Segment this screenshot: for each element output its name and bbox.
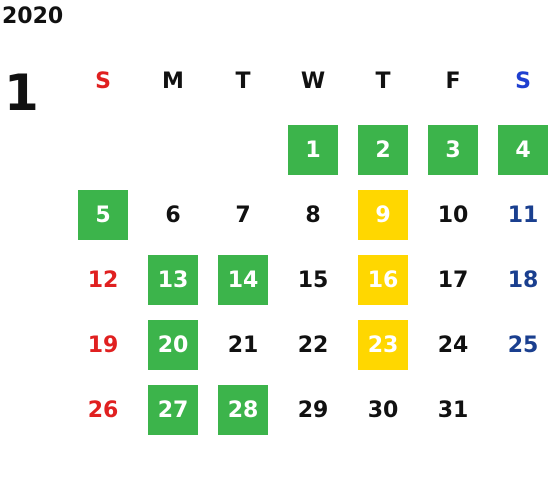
day-cell: 19 <box>87 332 119 358</box>
day-cell: 16 <box>358 255 408 305</box>
day-cell: 7 <box>235 202 251 228</box>
month-number: 1 <box>4 64 39 122</box>
day-cell: 31 <box>437 397 469 423</box>
day-cell: 13 <box>148 255 198 305</box>
day-cell: 1 <box>288 125 338 175</box>
day-cell: 4 <box>498 125 548 175</box>
weekday-header: S <box>515 68 531 94</box>
day-cell: 24 <box>437 332 469 358</box>
weekday-header: T <box>235 68 251 94</box>
day-cell: 17 <box>437 267 469 293</box>
day-cell: 22 <box>297 332 329 358</box>
weekday-header: T <box>375 68 391 94</box>
weekday-header: W <box>300 68 326 94</box>
day-cell: 14 <box>218 255 268 305</box>
day-cell: 29 <box>297 397 329 423</box>
day-cell: 8 <box>305 202 321 228</box>
day-cell: 2 <box>358 125 408 175</box>
year-label: 2020 <box>2 4 64 29</box>
day-cell: 15 <box>297 267 329 293</box>
day-cell: 30 <box>367 397 399 423</box>
day-cell: 10 <box>437 202 469 228</box>
day-cell: 9 <box>358 190 408 240</box>
weekday-header: M <box>162 68 184 94</box>
day-cell: 25 <box>507 332 539 358</box>
day-cell: 6 <box>165 202 181 228</box>
day-cell: 27 <box>148 385 198 435</box>
day-cell: 28 <box>218 385 268 435</box>
day-cell: 18 <box>507 267 539 293</box>
day-cell: 11 <box>507 202 539 228</box>
weekday-header: S <box>95 68 111 94</box>
day-cell: 5 <box>78 190 128 240</box>
day-cell: 20 <box>148 320 198 370</box>
weekday-header: F <box>445 68 461 94</box>
day-cell: 26 <box>87 397 119 423</box>
day-cell: 23 <box>358 320 408 370</box>
day-cell: 12 <box>87 267 119 293</box>
day-cell: 3 <box>428 125 478 175</box>
day-cell: 21 <box>227 332 259 358</box>
